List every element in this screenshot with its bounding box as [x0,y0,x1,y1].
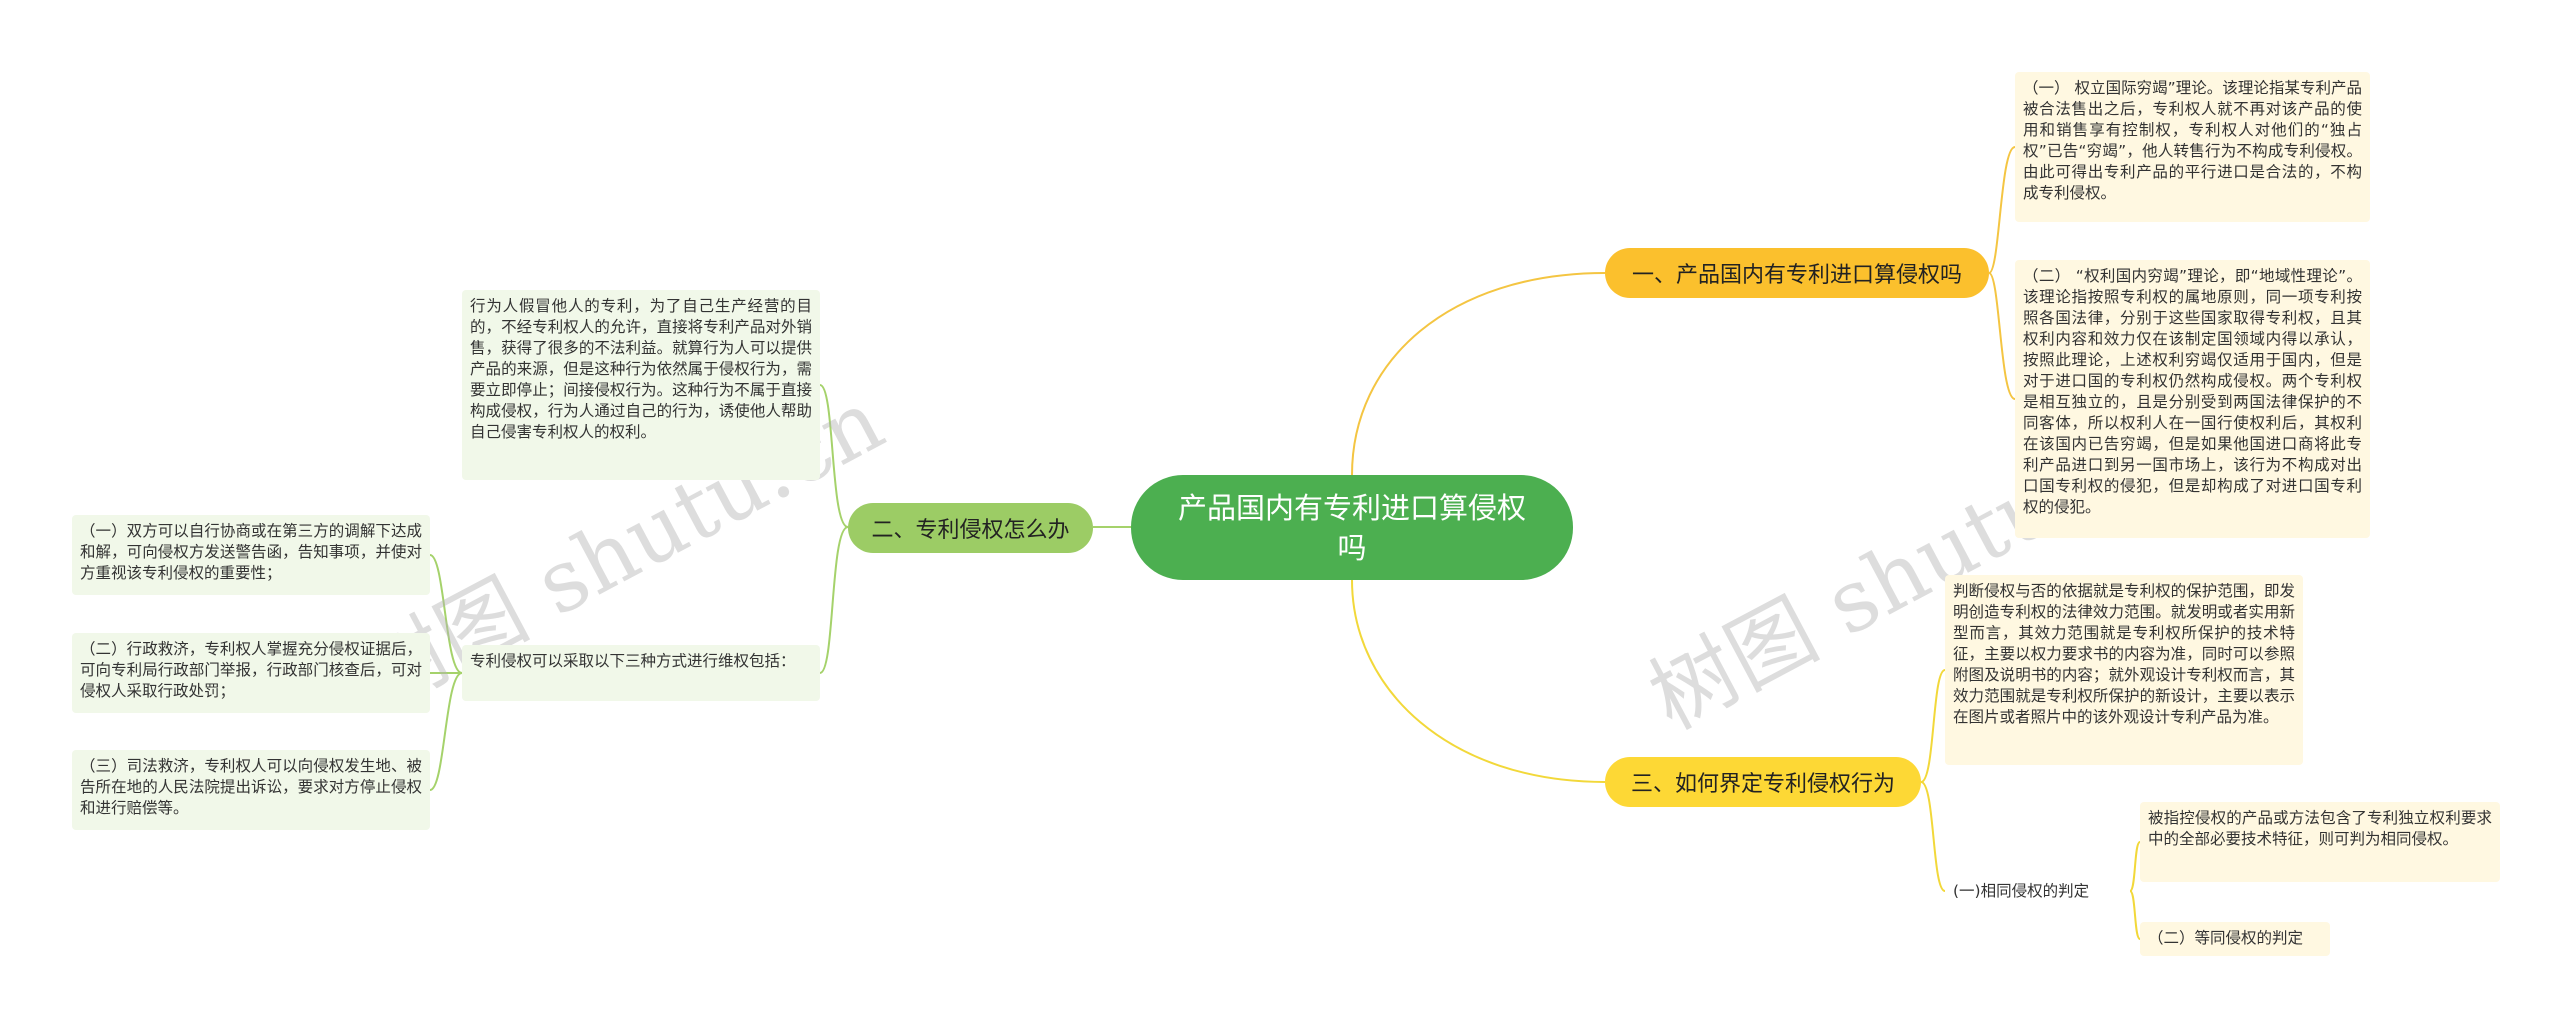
leaf-identical-infringement[interactable]: (一)相同侵权的判定 [1953,882,2090,900]
branch-what-to-do[interactable]: 二、专利侵权怎么办 [848,503,1093,553]
link-leaf2-sub1 [429,554,463,674]
link-b3-leaf2 [1920,781,1946,892]
leaf-international-exhaustion[interactable]: （一） 权立国际穷竭”理论。该理论指某专利产品被合法售出之后，专利权人就不再对该… [2015,72,2370,222]
link-b3-leaf1 [1920,669,1946,783]
link-b2-leaf2 [819,526,849,674]
leaf-protection-scope[interactable]: 判断侵权与否的依据就是专利权的保护范围，即发明创造专利权的法律效力范围。就发明或… [1945,575,2303,765]
central-topic[interactable]: 产品国内有专利进口算侵权吗 [1131,475,1573,580]
leaf-equivalent-infringement[interactable]: （二）等同侵权的判定 [2140,922,2330,956]
link-leaf2-sub3 [429,672,463,791]
branch-import-infringement[interactable]: 一、产品国内有专利进口算侵权吗 [1605,248,1989,298]
link-b1-leaf1 [1988,146,2016,274]
link-central-b1 [1351,272,1606,476]
leaf-domestic-exhaustion[interactable]: （二） “权利国内穷竭”理论，即“地域性理论”。该理论指按照专利权的属地原则，同… [2015,260,2370,538]
link-central-b3 [1351,579,1606,783]
leaf-three-remedies[interactable]: 专利侵权可以采取以下三种方式进行维权包括： [462,645,820,701]
leaf-judicial-remedy[interactable]: （三）司法救济，专利权人可以向侵权发生地、被告所在地的人民法院提出诉讼，要求对方… [72,750,430,830]
link-l3b-l3d [2129,890,2141,940]
leaf-identical-criteria[interactable]: 被指控侵权的产品或方法包含了专利独立权利要求中的全部必要技术特征，则可判为相同侵… [2140,802,2500,882]
leaf-negotiation[interactable]: （一）双方可以自行协商或在第三方的调解下达成和解，可向侵权方发送警告函，告知事项… [72,515,430,595]
link-l3b-l3c [2129,841,2141,892]
link-b1-leaf2 [1988,272,2016,400]
link-b2-leaf1 [819,384,849,528]
leaf-administrative-remedy[interactable]: （二）行政救济，专利权人掌握充分侵权证据后，可向专利局行政部门举报，行政部门核查… [72,633,430,713]
leaf-counterfeit-patent[interactable]: 行为人假冒他人的专利，为了自己生产经营的目的，不经专利权人的允许，直接将专利产品… [462,290,820,480]
branch-define-infringement[interactable]: 三、如何界定专利侵权行为 [1605,757,1921,807]
